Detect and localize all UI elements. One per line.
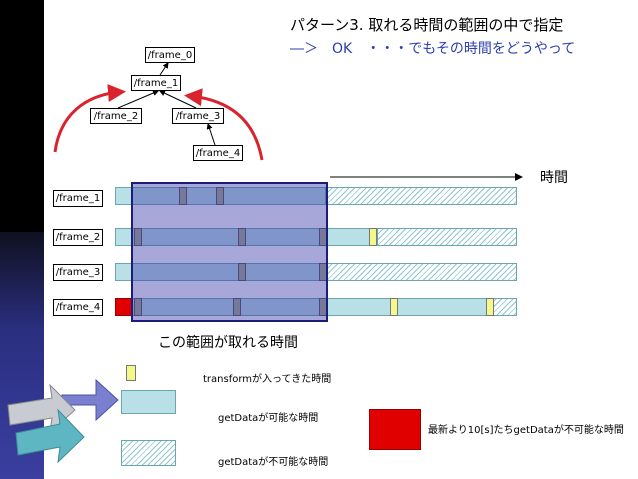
row-label-frame-4: /frame_4 xyxy=(53,299,103,316)
tree-node-frame-1: /frame_1 xyxy=(131,75,181,91)
slide-subtitle: ―＞ OK ・・・でもその時間をどうやって xyxy=(290,41,576,57)
row2-transform-tick xyxy=(134,228,142,246)
row1-transform-tick xyxy=(179,187,187,205)
row1-transform-tick xyxy=(216,187,224,205)
legend-transform-swatch xyxy=(126,365,136,381)
red-arrow-left xyxy=(53,84,126,153)
legend-recent-swatch xyxy=(369,409,421,450)
tree-node-frame-3: /frame_3 xyxy=(172,108,224,124)
row-label-frame-3: /frame_3 xyxy=(53,264,103,281)
legend-available-swatch xyxy=(121,390,176,414)
row2-transform-tick xyxy=(238,228,246,246)
red-arrow-right xyxy=(184,88,264,161)
row-label-frame-2: /frame_2 xyxy=(53,229,103,246)
legend-unavailable-swatch xyxy=(121,440,176,466)
legend-recent-text: 最新より10[s]たちgetDataが不可能な時間 xyxy=(428,425,624,436)
row4-transform-tick xyxy=(233,298,241,316)
tree-node-frame-2: /frame_2 xyxy=(90,108,142,124)
tree-node-frame-0: /frame_0 xyxy=(145,47,195,63)
time-axis-label: 時間 xyxy=(540,170,568,186)
legend-available-text: getDataが可能な時間 xyxy=(218,413,319,424)
row4-transform-tick xyxy=(134,298,142,316)
legend-unavailable-text: getDataが不可能な時間 xyxy=(218,457,329,468)
row3-transform-tick xyxy=(238,263,246,281)
selectable-range xyxy=(131,182,328,322)
arrow-teal-icon xyxy=(15,408,85,464)
row4-transform-tick-yellow xyxy=(390,298,398,316)
row-label-frame-1: /frame_1 xyxy=(53,190,103,207)
row2-unavailable-bar xyxy=(377,228,517,246)
row2-transform-tick-yellow xyxy=(369,228,377,246)
slide-title: パターン3. 取れる時間の範囲の中で指定 xyxy=(290,16,564,34)
legend-transform-text: transformが入ってきた時間 xyxy=(203,374,332,385)
range-label: この範囲が取れる時間 xyxy=(158,335,298,351)
tree-node-frame-4: /frame_4 xyxy=(193,145,243,161)
row4-transform-tick-yellow xyxy=(486,298,494,316)
